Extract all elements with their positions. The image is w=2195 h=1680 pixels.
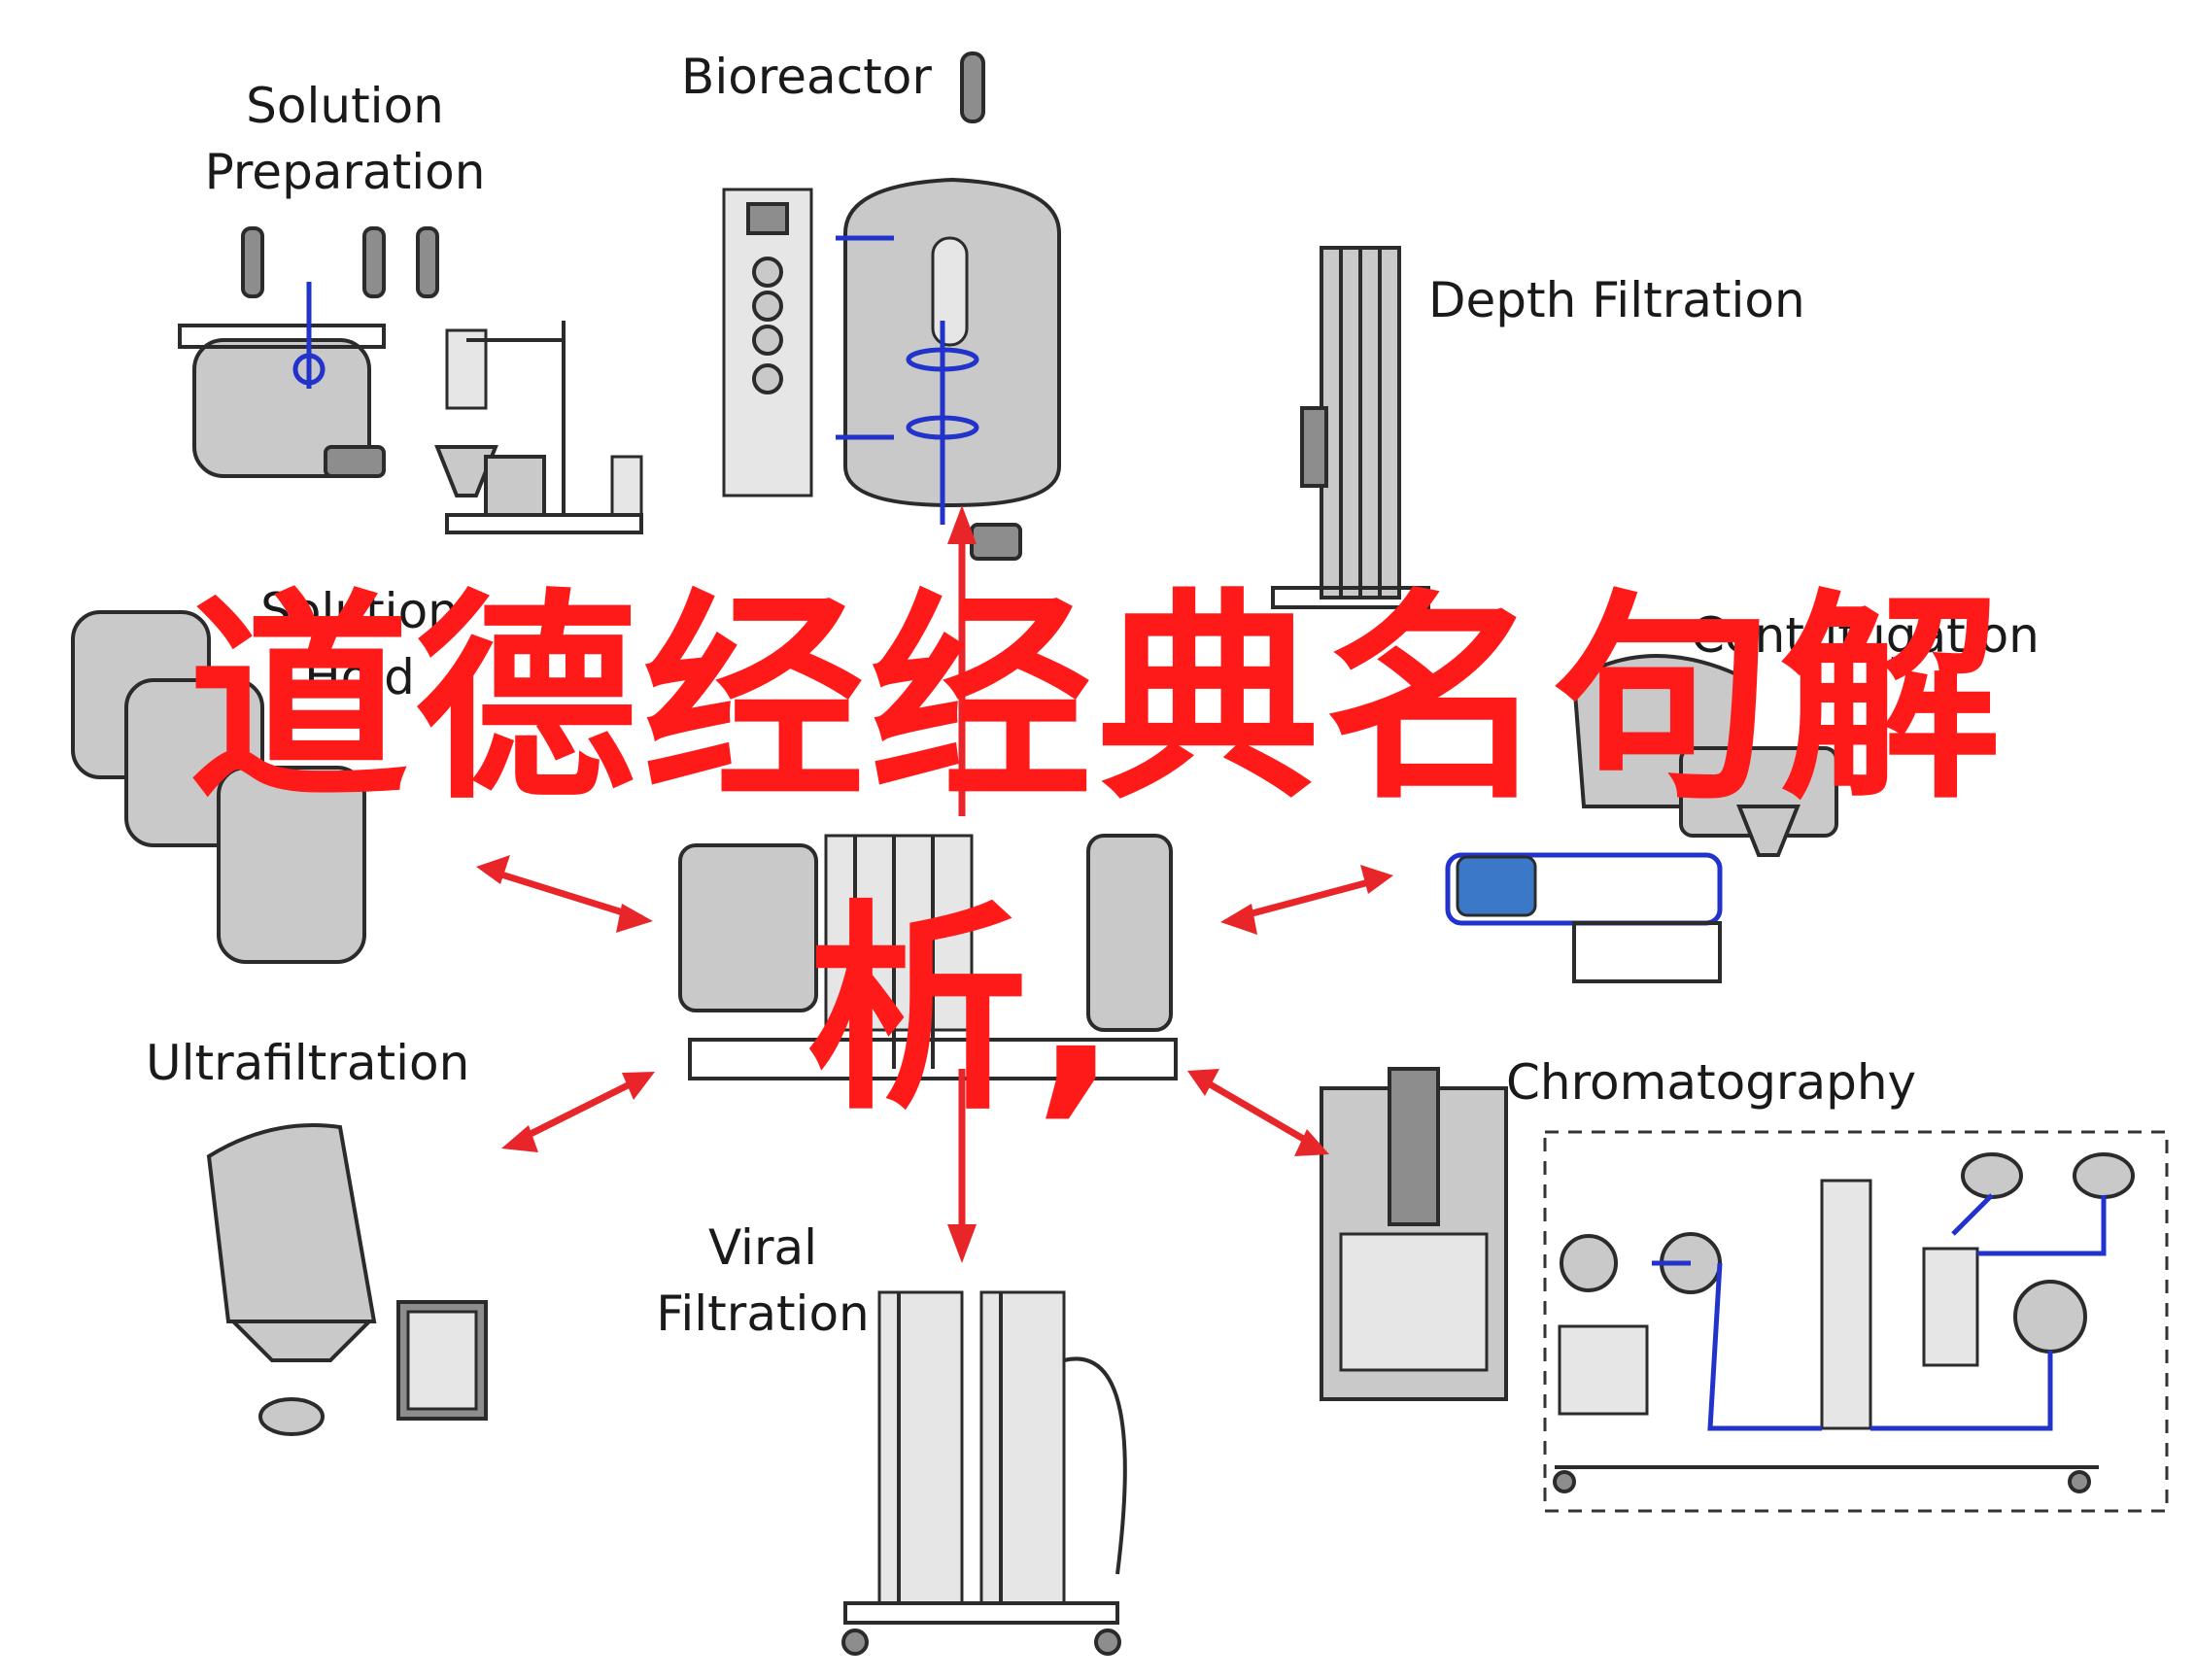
chromatography-equipment xyxy=(1320,1067,2169,1513)
label-depth-filtration: Depth Filtration xyxy=(1428,272,1805,328)
label-solution-preparation: Solution Preparation xyxy=(189,73,500,205)
label-viral-filtration-line1: Viral xyxy=(707,1219,818,1276)
label-viral-filtration-line2: Filtration xyxy=(656,1286,870,1342)
overlay-title-line2: 析, xyxy=(806,881,1124,1140)
viral-filtration-equipment xyxy=(841,1290,1127,1656)
label-solution-preparation-line2: Preparation xyxy=(204,144,486,200)
depth-filtration-equipment xyxy=(1271,246,1430,609)
label-viral-filtration: Viral Filtration xyxy=(646,1215,879,1347)
label-solution-hold-line2: Hold xyxy=(304,649,415,705)
central-skid-equipment xyxy=(678,834,1178,1080)
label-solution-hold: Solution Hold xyxy=(223,578,496,710)
solution-preparation-equipment xyxy=(178,226,643,534)
solution-hold-equipment xyxy=(71,610,366,964)
centrifugation-equipment xyxy=(1445,654,1838,983)
label-chromatography: Chromatography xyxy=(1506,1054,1917,1111)
overlay-title-line1: 道德经经典名句解 xyxy=(188,570,2007,829)
label-centrifugation: Centrifugation xyxy=(1691,607,2040,664)
label-solution-preparation-line1: Solution xyxy=(246,78,444,134)
label-solution-hold-line1: Solution xyxy=(260,583,459,639)
ultrafiltration-equipment xyxy=(206,1123,488,1436)
label-bioreactor: Bioreactor xyxy=(681,49,932,105)
bioreactor-equipment xyxy=(722,51,1061,561)
label-ultrafiltration: Ultrafiltration xyxy=(146,1035,470,1091)
flow-arrows xyxy=(476,505,1393,1263)
